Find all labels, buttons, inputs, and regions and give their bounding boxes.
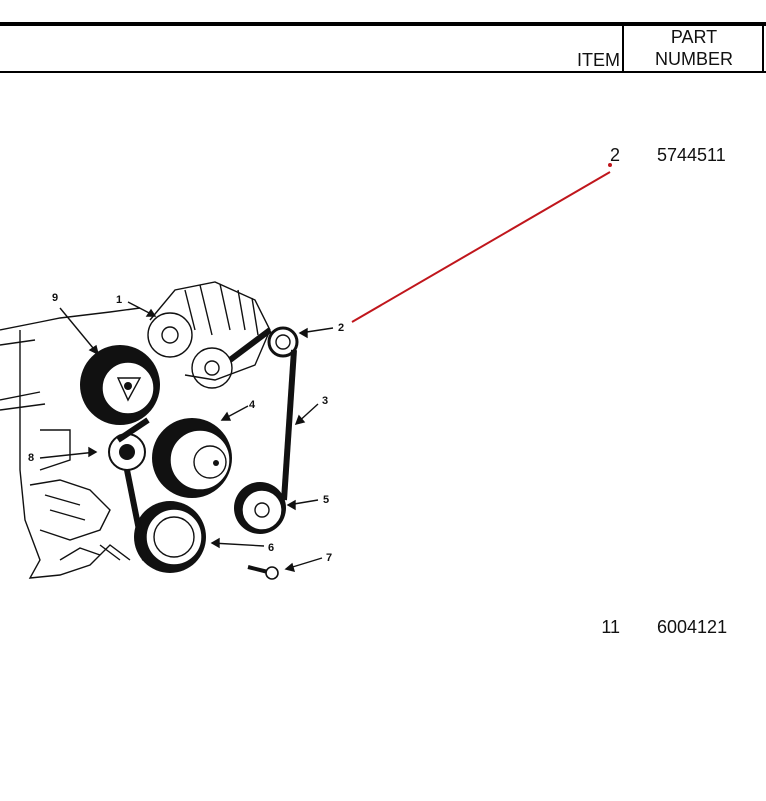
callout-3: 3	[322, 395, 328, 407]
callout-8: 8	[28, 452, 34, 464]
callout-2: 2	[338, 322, 344, 334]
hardware-bolt	[247, 565, 279, 580]
callout-9: 9	[52, 292, 58, 304]
row-item-number: 11	[601, 617, 620, 637]
item-column-header: ITEM	[577, 50, 620, 70]
row-item-number: 2	[609, 145, 620, 165]
column-divider	[762, 26, 764, 72]
crank-and-water-pump-pulleys	[80, 326, 299, 573]
serpentine-belt	[116, 327, 297, 561]
leader-line-endpoint	[608, 163, 612, 167]
item-2-leader-line	[351, 171, 611, 323]
header-rule	[0, 71, 766, 73]
part-number-column-header: PART NUMBER	[626, 26, 762, 70]
top-rule	[0, 22, 766, 26]
callout-7: 7	[326, 552, 332, 564]
part-header-line2: NUMBER	[654, 49, 733, 69]
alternator	[147, 281, 271, 389]
column-divider	[622, 26, 624, 72]
callout-5: 5	[323, 494, 329, 506]
callout-6: 6	[268, 542, 274, 554]
callout-4: 4	[249, 399, 256, 411]
callout-arrows	[39, 301, 334, 572]
engine-block-outline	[0, 307, 141, 579]
callout-1: 1	[116, 294, 122, 306]
row-part-number: 5744511	[657, 145, 726, 165]
part-header-line1: PART	[670, 27, 718, 47]
row-part-number: 6004121	[657, 617, 728, 637]
